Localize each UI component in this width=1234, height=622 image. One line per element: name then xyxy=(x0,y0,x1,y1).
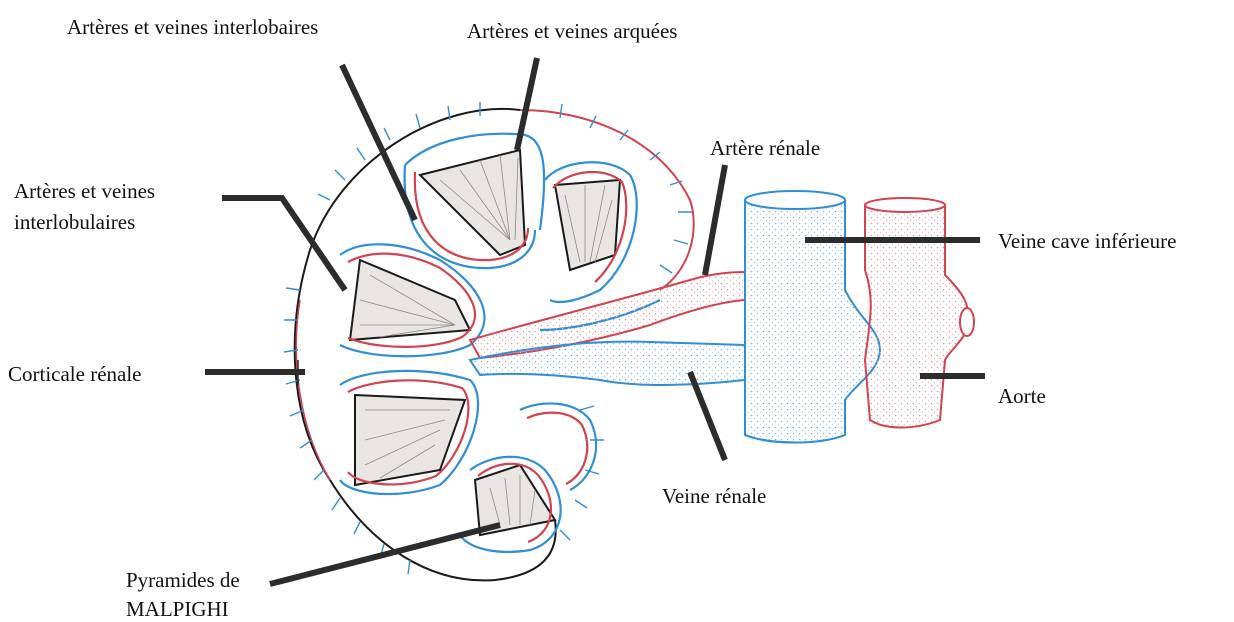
vena-cava xyxy=(745,191,880,443)
label-artere-renale: Artère rénale xyxy=(710,135,820,161)
aorta xyxy=(865,198,974,428)
leader-pyramides xyxy=(270,525,500,584)
label-interlobulaires-line1: Artères et veines xyxy=(14,178,155,204)
pyramid-left xyxy=(350,260,470,340)
pyramid-bottom xyxy=(475,465,555,535)
label-aorte: Aorte xyxy=(998,383,1046,409)
label-veine-renale: Veine rénale xyxy=(662,483,766,509)
label-pyramides-line2: MALPIGHI xyxy=(126,596,229,622)
leader-veine-renale xyxy=(690,372,725,460)
label-interlobaires: Artères et veines interlobaires xyxy=(67,14,318,40)
label-pyramides-line1: Pyramides de xyxy=(126,567,240,593)
label-arquees: Artères et veines arquées xyxy=(467,18,677,44)
label-interlobulaires-line2: interlobulaires xyxy=(14,209,135,235)
leader-interlobulaires xyxy=(222,198,345,290)
label-veine-cave: Veine cave inférieure xyxy=(998,228,1176,254)
label-corticale: Corticale rénale xyxy=(8,361,142,387)
pyramid-upper-right xyxy=(555,180,620,270)
leader-artere-renale xyxy=(705,165,725,275)
leader-interlobaires xyxy=(342,65,415,220)
pyramid-lower-left xyxy=(355,395,465,485)
